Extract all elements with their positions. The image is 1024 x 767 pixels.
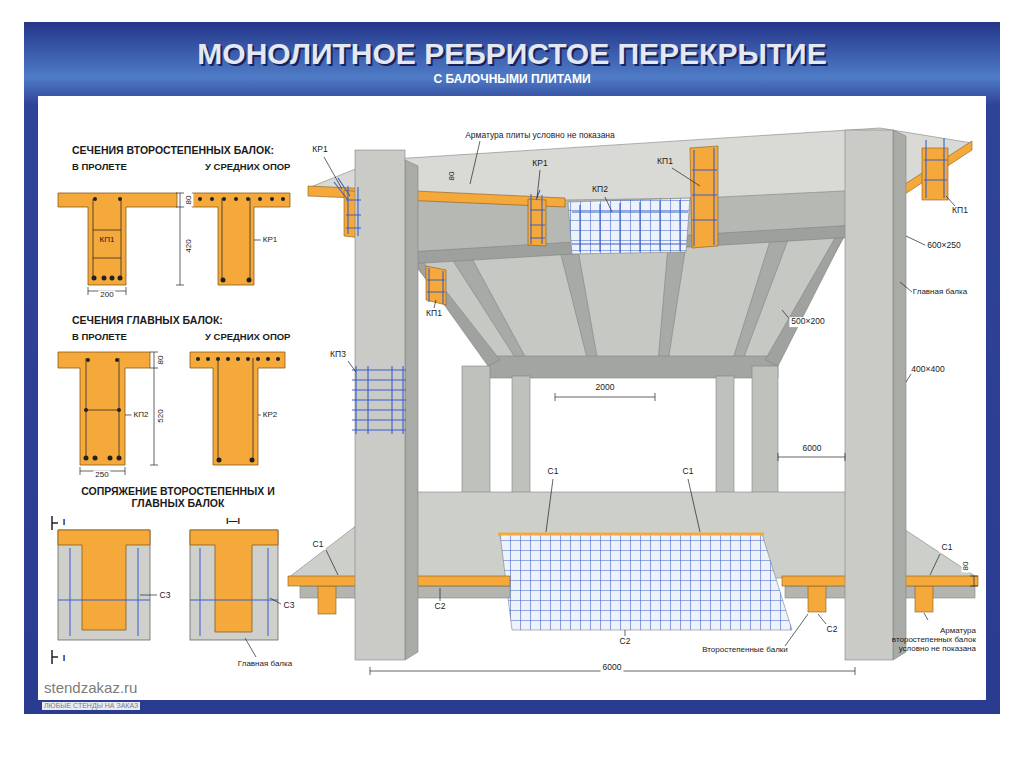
dimension: 80 [184, 194, 193, 207]
callout: КП3 [330, 350, 346, 360]
section-mark: I—I [226, 516, 240, 526]
callout: КП2 [590, 185, 610, 195]
section-subheading: У СРЕДНИХ ОПОР [205, 332, 290, 343]
section-subheading: В ПРОЛЕТЕ [72, 162, 127, 173]
part-name: Главная балка [238, 659, 292, 668]
section-heading: СЕЧЕНИЯ ВТОРОСТЕПЕННЫХ БАЛОК: [72, 144, 274, 156]
section-heading: СЕЧЕНИЯ ГЛАВНЫХ БАЛОК: [72, 314, 223, 326]
callout: С2 [827, 625, 838, 635]
rebar-cages [334, 138, 947, 434]
part-name: Второстепенные балки [702, 645, 788, 654]
rebar-dots [84, 197, 286, 463]
dimension: 6000 [801, 444, 824, 454]
dimension: 500×200 [789, 317, 826, 327]
callout: С2 [435, 602, 446, 612]
callout: КП1 [424, 309, 444, 319]
callout: С1 [311, 540, 326, 550]
section-mark: I [63, 653, 66, 663]
dimension: 80 [156, 354, 165, 367]
callout: КР1 [312, 145, 327, 155]
dimension: 600×250 [925, 241, 962, 251]
note: Арматура второстепенных балок условно не… [880, 626, 976, 654]
dimension: 2000 [594, 383, 617, 393]
panel [38, 96, 986, 700]
callout: С2 [620, 637, 631, 647]
callout: КР2 [261, 410, 279, 419]
callout: С3 [160, 591, 171, 601]
dimension-lines [80, 193, 281, 657]
frame-3d [288, 128, 978, 660]
dimension: 520 [156, 407, 165, 424]
note: Арматура плиты условно не показана [465, 131, 615, 141]
callout: КП1 [655, 157, 675, 167]
frame [24, 22, 1000, 714]
part-name: Главная балка [913, 287, 967, 296]
dimension: 250 [93, 470, 110, 479]
callout: С3 [284, 601, 295, 611]
section-subheading: У СРЕДНИХ ОПОР [205, 162, 290, 173]
junction-drawings [52, 516, 278, 664]
callout: С1 [683, 467, 694, 477]
dimension: 400×400 [911, 365, 944, 375]
subtitle: С БАЛОЧНЫМИ ПЛИТАМИ [433, 73, 590, 87]
dimension: 80 [961, 560, 970, 573]
dimension: 6000 [601, 663, 624, 673]
callout: КП1 [98, 235, 117, 244]
watermark: stendzakaz.ru [42, 679, 139, 696]
callout: С1 [940, 543, 955, 553]
rebar [86, 198, 253, 461]
dimension: 200 [98, 290, 115, 299]
callout: КР1 [261, 235, 279, 244]
section-mark: I [63, 517, 66, 527]
poster-title: МОНОЛИТНОЕ РЕБРИСТОЕ ПЕРЕКРЫТИЕ [197, 37, 826, 72]
dimension: 420 [184, 237, 193, 254]
dimension: 80 [447, 170, 456, 183]
leader-lines [324, 141, 978, 675]
section-subheading: В ПРОЛЕТЕ [72, 332, 127, 343]
callout: КП2 [132, 410, 151, 419]
callout: КП1 [952, 206, 968, 216]
callout: С1 [548, 467, 559, 477]
callout: КР1 [530, 159, 549, 169]
section-drawings [58, 193, 290, 465]
section-heading: СОПРЯЖЕНИЕ ВТОРОСТЕПЕННЫХ И ГЛАВНЫХ БАЛО… [63, 485, 293, 509]
watermark: ЛЮБЫЕ СТЕНДЫ НА ЗАКАЗ [42, 702, 140, 710]
